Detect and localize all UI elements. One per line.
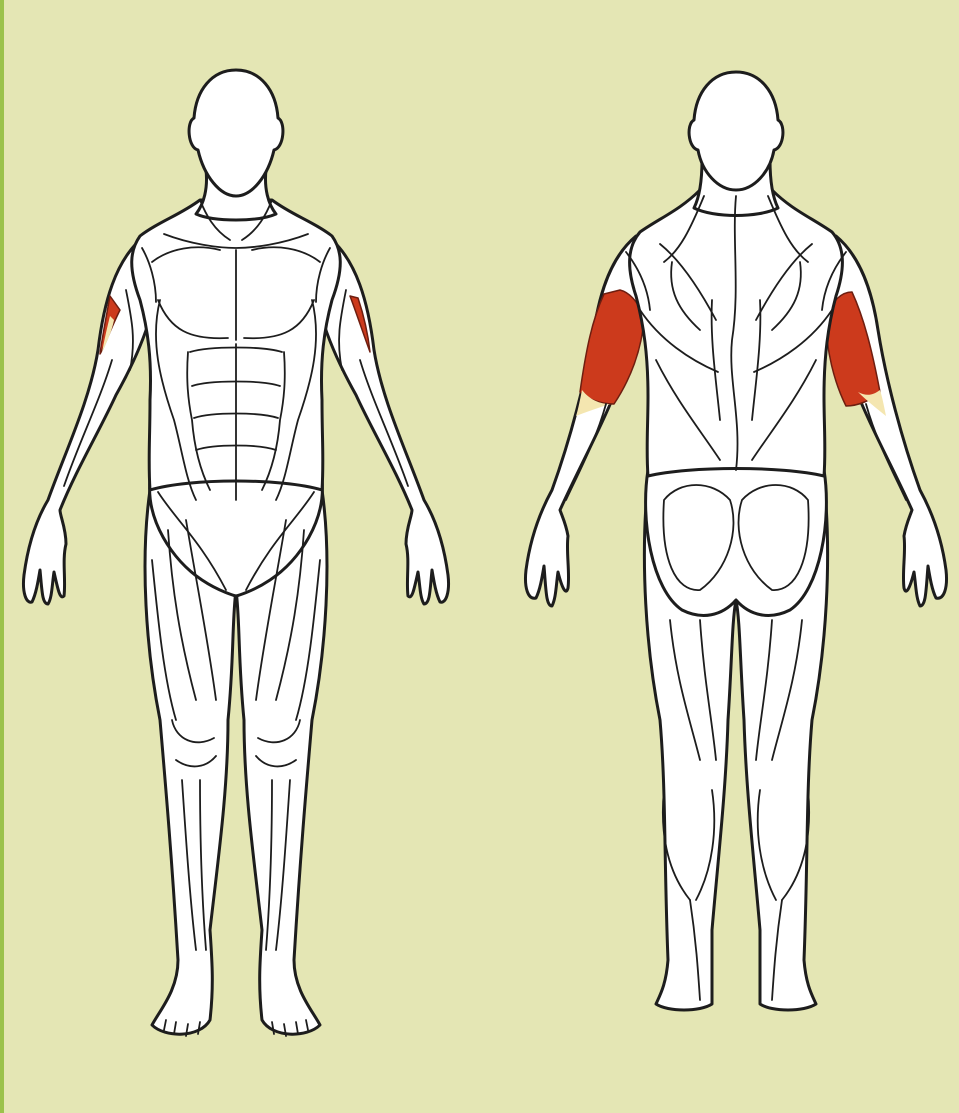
back-legs [642,461,830,1012]
back-left-arm [524,234,646,608]
front-left-leg [143,488,238,1036]
front-head [187,68,285,198]
back-muscle-lines [565,195,907,1001]
front-right-leg [234,488,329,1036]
front-figure [22,68,450,1037]
back-right-triceps-light [858,390,886,416]
front-right-triceps-highlight [349,295,371,353]
edge-strip [0,0,4,1113]
back-left-triceps-highlight [579,289,645,405]
back-head [687,70,785,192]
front-muscle-lines [63,199,409,1037]
back-arms [524,234,948,608]
front-left-triceps-light [102,316,114,352]
back-left-triceps-light [576,390,610,416]
back-figure [524,70,948,1012]
back-right-arm [826,234,948,608]
front-right-arm [320,238,450,606]
back-buttocks [644,461,828,617]
front-legs [143,471,329,1036]
back-torso [628,188,844,478]
front-arms [22,238,450,606]
front-left-arm [22,238,152,606]
